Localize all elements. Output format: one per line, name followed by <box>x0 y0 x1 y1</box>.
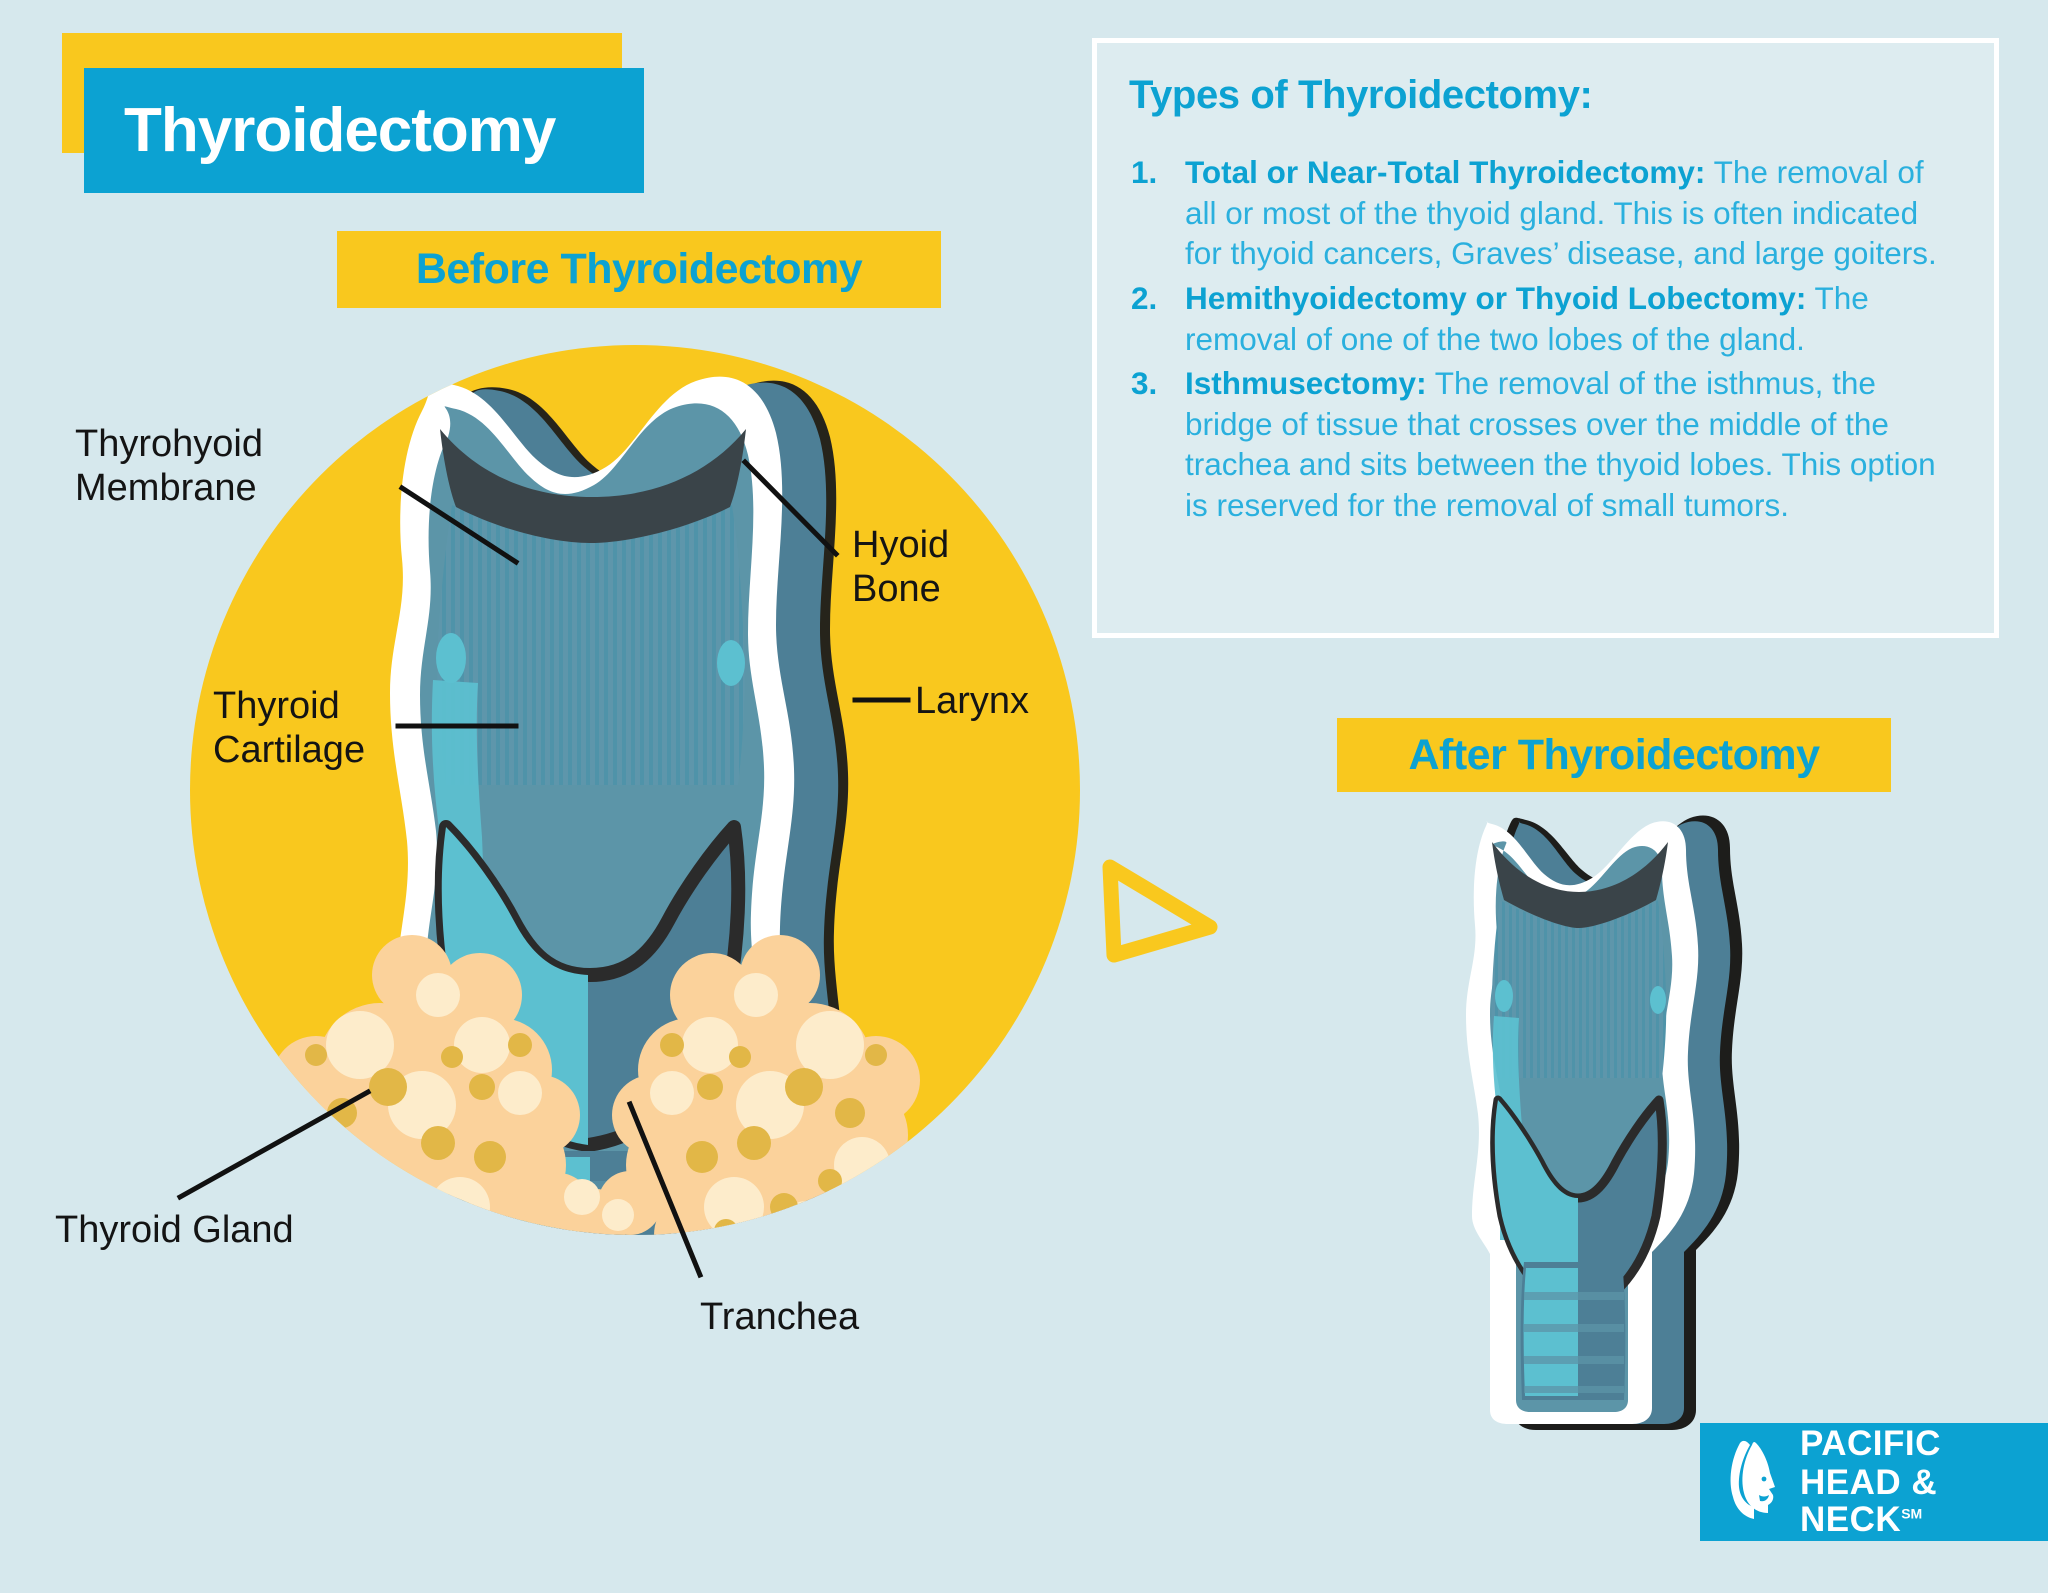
types-list-item-description: The removal of one of the two lobes of t… <box>1185 279 1869 357</box>
thyroid-gland-mass <box>272 935 920 1235</box>
next-step-arrow-icon <box>1102 859 1218 963</box>
types-of-thyroidectomy-panel: Types of Thyroidectomy: 1. Total or Near-… <box>1092 38 1999 638</box>
logo-line-2-text: HEAD & NECK <box>1800 1462 1938 1539</box>
types-list-item-number: 3. <box>1131 365 1158 402</box>
label-thyroid-gland: Thyroid Gland <box>55 1209 294 1251</box>
types-list-item-description: The removal of the isthmus, the bridge o… <box>1185 365 1936 523</box>
types-list-item-number: 1. <box>1131 154 1158 190</box>
after-section-banner: After Thyroidectomy <box>1337 718 1891 792</box>
types-list-item-term: Isthmusectomy: <box>1185 365 1427 402</box>
page-title-box: Thyroidectomy <box>84 68 644 193</box>
logo-line-2: HEAD & NECKSM <box>1800 1462 2048 1539</box>
types-list-item: 1. Total or Near-Total Thyroidectomy: The… <box>1127 152 1960 274</box>
after-section-label: After Thyroidectomy <box>1408 730 1820 779</box>
logo-line-1: PACIFIC <box>1800 1423 1941 1463</box>
types-list-item-term: Total or Near-Total Thyroidectomy: <box>1185 154 1706 190</box>
logo-wordmark: PACIFIC HEAD & NECKSM <box>1800 1426 2048 1539</box>
label-hyoid-bone: Hyoid Bone <box>852 524 950 611</box>
after-thyroidectomy-illustration <box>1466 815 1743 1430</box>
types-list-item: 3. Isthmusectomy: The removal of the isth… <box>1127 363 1960 526</box>
service-mark-icon: SM <box>1901 1504 1923 1521</box>
types-list-item-description: The removal of all or most of the thyoid… <box>1185 154 1937 272</box>
types-panel-heading: Types of Thyroidectomy: <box>1129 73 1593 117</box>
types-list-item-term: Hemithyoidectomy or Thyoid Lobectomy: <box>1185 279 1807 316</box>
before-section-label: Before Thyroidectomy <box>415 245 863 293</box>
label-thyrohyoid-membrane: Thyrohyoid Membrane <box>75 423 263 510</box>
pacific-head-and-neck-logo[interactable]: PACIFIC HEAD & NECKSM <box>1700 1423 2048 1541</box>
before-thyroidectomy-illustration <box>272 376 920 1235</box>
label-larynx: Larynx <box>915 680 1030 722</box>
label-thyroid-cartilage: Thyroid Cartilage <box>213 685 366 772</box>
label-tranchea: Tranchea <box>700 1296 860 1338</box>
page-title: Thyroidectomy <box>124 96 556 165</box>
types-list-item: 2.Hemithyoidectomy or Thyoid Lobectomy: … <box>1127 278 1960 359</box>
face-profile-icon <box>1730 1440 1775 1519</box>
types-list-item-number: 2. <box>1131 279 1158 316</box>
types-list: 1. Total or Near-Total Thyroidectomy: The… <box>1127 152 1960 526</box>
before-section-banner: Before Thyroidectomy <box>337 231 941 308</box>
